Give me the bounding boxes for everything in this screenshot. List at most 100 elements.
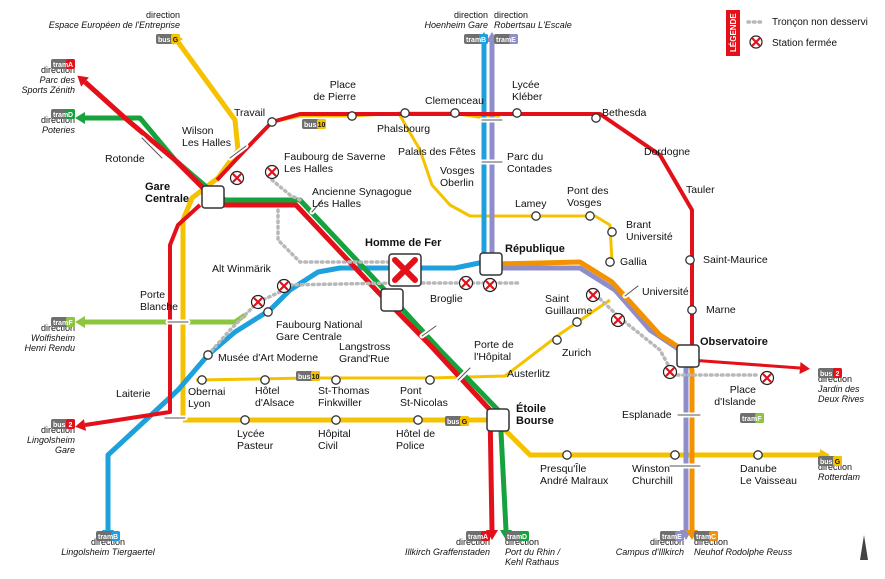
closed-station-icon[interactable] bbox=[662, 364, 678, 380]
station-stop[interactable] bbox=[197, 375, 207, 385]
closed-station-icon[interactable] bbox=[482, 277, 498, 293]
hub-station[interactable] bbox=[201, 185, 225, 209]
station-stop[interactable] bbox=[240, 415, 250, 425]
dotted-segment bbox=[276, 208, 392, 264]
svg-text:Sports Zénith: Sports Zénith bbox=[21, 85, 75, 95]
arrow-tramD-west bbox=[75, 112, 85, 124]
station-stop[interactable] bbox=[267, 117, 277, 127]
legend-item-dotted: Tronçon non desservi bbox=[746, 17, 868, 28]
transfer-bar-outline bbox=[141, 137, 163, 159]
station-stops bbox=[139, 108, 763, 469]
svg-text:A: A bbox=[68, 62, 73, 69]
station-stop[interactable] bbox=[331, 375, 341, 385]
svg-text:Deux Rives: Deux Rives bbox=[818, 394, 865, 404]
svg-text:Kehl Rathaus: Kehl Rathaus bbox=[505, 557, 560, 567]
station-stop[interactable] bbox=[331, 415, 341, 425]
closed-station-icon[interactable] bbox=[610, 312, 626, 328]
station-stop[interactable] bbox=[263, 307, 273, 317]
svg-text:Station fermée: Station fermée bbox=[772, 38, 837, 49]
closed-station-icon[interactable] bbox=[264, 164, 280, 180]
station-label-saintmaurice: Saint-Maurice bbox=[703, 254, 768, 266]
svg-text:tram: tram bbox=[98, 534, 113, 541]
station-stop[interactable] bbox=[607, 227, 617, 237]
station-stop[interactable] bbox=[670, 450, 680, 460]
line-tramA-tauler bbox=[215, 112, 694, 352]
closed-station-icon[interactable] bbox=[759, 370, 775, 386]
arrow-bus2-east bbox=[799, 362, 810, 374]
homme-de-fer-closed-icon[interactable] bbox=[388, 253, 422, 287]
hub-station[interactable] bbox=[380, 288, 404, 312]
station-stop[interactable] bbox=[425, 375, 435, 385]
svg-text:bus: bus bbox=[820, 371, 833, 378]
station-stop[interactable] bbox=[753, 450, 763, 460]
transfer-bar-outline bbox=[624, 285, 639, 297]
station-label-zurich: Zurich bbox=[562, 347, 591, 359]
svg-text:Espace Européen de l'Entrepris: Espace Européen de l'Entreprise bbox=[49, 20, 180, 30]
station-stop[interactable] bbox=[585, 211, 595, 221]
station-label-austerlitz: Austerlitz bbox=[507, 368, 550, 380]
closed-station-icon[interactable] bbox=[585, 287, 601, 303]
station-label-altwinmarik: Alt Winmärik bbox=[212, 263, 272, 275]
svg-text:direction: direction bbox=[41, 65, 75, 75]
legend-item-closed: Station fermée bbox=[749, 35, 837, 49]
station-stop[interactable] bbox=[413, 415, 423, 425]
station-stop[interactable] bbox=[572, 317, 582, 327]
station-stop[interactable] bbox=[531, 211, 541, 221]
station-stop[interactable] bbox=[685, 255, 695, 265]
station-stop[interactable] bbox=[400, 108, 410, 118]
svg-text:direction: direction bbox=[454, 10, 488, 20]
closed-station-icon[interactable] bbox=[229, 170, 245, 186]
svg-text:B: B bbox=[481, 37, 486, 44]
legend-title: LÉGENDE bbox=[729, 13, 738, 52]
hub-station[interactable] bbox=[479, 252, 503, 276]
svg-text:tram: tram bbox=[466, 37, 481, 44]
station-stop[interactable] bbox=[562, 450, 572, 460]
station-stop[interactable] bbox=[591, 113, 601, 123]
closed-station-icon[interactable] bbox=[250, 294, 266, 310]
svg-text:direction: direction bbox=[818, 462, 852, 472]
svg-text:F: F bbox=[757, 416, 762, 423]
station-stop[interactable] bbox=[552, 335, 562, 345]
station-stop[interactable] bbox=[347, 111, 357, 121]
station-stop[interactable] bbox=[203, 350, 213, 360]
station-label-esplanade: Esplanade bbox=[622, 409, 672, 421]
station-label-universite: Université bbox=[642, 286, 689, 298]
svg-text:Wolfisheim: Wolfisheim bbox=[31, 333, 76, 343]
station-stop[interactable] bbox=[260, 375, 270, 385]
hub-station[interactable] bbox=[676, 344, 700, 368]
dotted-segment bbox=[206, 300, 260, 357]
svg-text:Rotterdam: Rotterdam bbox=[818, 472, 861, 482]
line-tramF bbox=[85, 312, 247, 325]
svg-text:G: G bbox=[173, 37, 179, 44]
station-stop[interactable] bbox=[687, 305, 697, 315]
hub-station[interactable] bbox=[486, 408, 510, 432]
station-stop[interactable] bbox=[450, 108, 460, 118]
station-label-clemenceau: Clemenceau bbox=[425, 95, 484, 107]
station-stop[interactable] bbox=[605, 257, 615, 267]
closed-station-icon[interactable] bbox=[276, 278, 292, 294]
station-label-marne: Marne bbox=[706, 304, 736, 316]
station-stop[interactable] bbox=[512, 108, 522, 118]
closed-station-icon[interactable] bbox=[458, 275, 474, 291]
